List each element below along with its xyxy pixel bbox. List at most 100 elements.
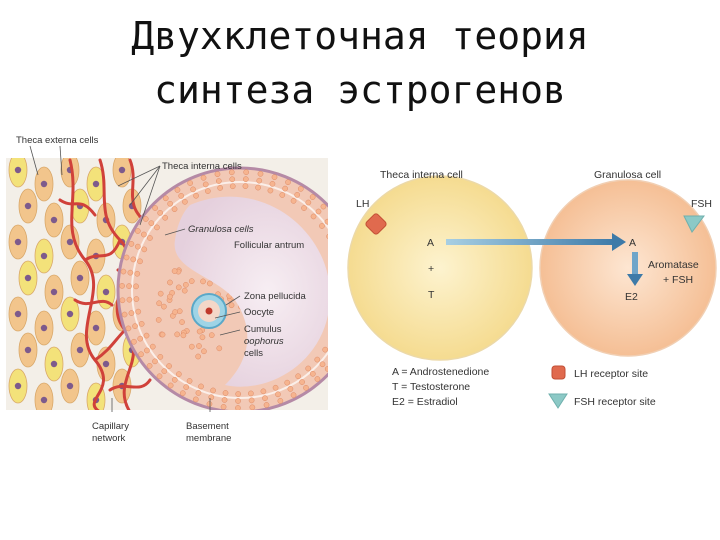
granulosa-cell-dot <box>328 351 333 356</box>
label-cumulus-3: cells <box>244 348 263 359</box>
granulosa-cell-dot <box>339 242 344 247</box>
granulosa-cell-dot <box>134 296 139 301</box>
granulosa-cell-dot <box>158 210 163 215</box>
cumulus-cell-dot <box>207 281 212 286</box>
granulosa-cell-dot <box>310 371 315 376</box>
cell-nucleus <box>25 275 31 281</box>
granulosa-cell-dot <box>341 327 346 332</box>
granulosa-cell-dot <box>216 178 221 183</box>
label-theca-externa: Theca externa cells <box>16 135 99 146</box>
granulosa-cell-dot <box>339 227 344 232</box>
label-theca-a: A <box>427 237 434 249</box>
granulosa-cell-dot <box>323 347 328 352</box>
granulosa-cell-dot <box>163 196 168 201</box>
granulosa-cell-dot <box>193 397 198 402</box>
granulosa-cell-dot <box>303 385 308 390</box>
cumulus-cell-dot <box>200 279 205 284</box>
cell-nucleus <box>119 167 125 173</box>
label-cumulus-2: oophorus <box>244 336 284 347</box>
granulosa-cell-dot <box>120 298 125 303</box>
granulosa-cell-dot <box>187 378 192 383</box>
label-plus-fsh: + FSH <box>663 274 693 286</box>
granulosa-cell-dot <box>163 215 168 220</box>
cumulus-cell-dot <box>229 303 234 308</box>
granulosa-cell-dot <box>131 257 136 262</box>
granulosa-cell-dot <box>327 234 332 239</box>
granulosa-cell-dot <box>342 343 347 348</box>
granulosa-cell-dot <box>244 170 249 175</box>
granulosa-cell-dot <box>141 232 146 237</box>
aromatase-arrow <box>632 252 638 276</box>
granulosa-cell-dot <box>306 200 311 205</box>
label-theca-t: T <box>428 289 435 301</box>
label-fsh: FSH <box>691 198 712 210</box>
legend-e2-definition: E2 = Estradiol <box>392 396 458 408</box>
granulosa-cell-dot <box>209 395 214 400</box>
granulosa-cell-dot <box>235 405 240 410</box>
granulosa-cell-dot <box>190 187 195 192</box>
granulosa-cell-dot <box>258 171 263 176</box>
granulosa-cell-dot <box>330 215 335 220</box>
cumulus-cell-dot <box>196 343 201 348</box>
cumulus-cell-dot <box>179 319 184 324</box>
granulosa-cell-dot <box>332 245 337 250</box>
granulosa-cell-dot <box>136 309 141 314</box>
cell-nucleus <box>25 347 31 353</box>
cumulus-cell-dot <box>209 333 214 338</box>
granulosa-cell-dot <box>128 270 133 275</box>
granulosa-cell-dot <box>235 398 240 403</box>
granulosa-cell-dot <box>298 186 303 191</box>
label-granulosa-cells: Granulosa cells <box>188 224 254 235</box>
granulosa-cell-dot <box>262 396 267 401</box>
label-e2: E2 <box>625 291 638 303</box>
cumulus-cell-dot <box>201 349 206 354</box>
granulosa-cell-dot <box>139 321 144 326</box>
granulosa-cell-dot <box>255 185 260 190</box>
granulosa-cell-dot <box>205 188 210 193</box>
cumulus-cell-dot <box>175 332 180 337</box>
cumulus-cell-dot <box>172 309 177 314</box>
cell-nucleus <box>51 217 57 223</box>
granulosa-cell-dot <box>126 284 131 289</box>
cumulus-cell-dot <box>167 280 172 285</box>
granulosa-cell-dot <box>122 312 127 317</box>
granulosa-cell-dot <box>147 363 152 368</box>
granulosa-cell-dot <box>338 313 343 318</box>
granulosa-cell-dot <box>138 352 143 357</box>
granulosa-cell-dot <box>221 404 226 409</box>
granulosa-cell-dot <box>135 244 140 249</box>
granulosa-cell-dot <box>184 384 189 389</box>
legend-lh-icon <box>552 366 565 379</box>
cell-nucleus <box>41 253 47 259</box>
cell-nucleus <box>15 311 21 317</box>
cumulus-cell-dot <box>189 344 194 349</box>
granulosa-cell-dot <box>157 374 162 379</box>
granulosa-cell-dot <box>270 181 275 186</box>
cumulus-cell-dot <box>177 309 182 314</box>
label-capillary-1: Capillary <box>92 421 129 432</box>
granulosa-cell-dot <box>222 397 227 402</box>
granulosa-cell-dot <box>341 287 346 292</box>
granulosa-cell-dot <box>129 241 134 246</box>
granulosa-cell-dot <box>315 376 320 381</box>
label-lh: LH <box>356 198 369 210</box>
granulosa-cell-dot <box>218 185 223 190</box>
cumulus-cell-dot <box>160 332 165 337</box>
granulosa-cell-dot <box>143 216 148 221</box>
granulosa-cell-dot <box>150 344 155 349</box>
granulosa-cell-dot <box>273 385 278 390</box>
label-granulosa-cell: Granulosa cell <box>594 169 661 181</box>
granulosa-cell-dot <box>250 405 255 410</box>
granulosa-cell-dot <box>325 366 330 371</box>
granulosa-cell-dot <box>288 386 293 391</box>
label-basement-1: Basement <box>186 421 229 432</box>
granulosa-cell-dot <box>268 188 273 193</box>
granulosa-cell-dot <box>175 187 180 192</box>
granulosa-cell-dot <box>166 363 171 368</box>
granulosa-cell-dot <box>196 390 201 395</box>
cell-nucleus <box>15 383 21 389</box>
theca-interna-cell <box>348 176 532 360</box>
label-theca-interna: Theca interna cells <box>162 161 242 172</box>
granulosa-cell-dot <box>223 390 228 395</box>
